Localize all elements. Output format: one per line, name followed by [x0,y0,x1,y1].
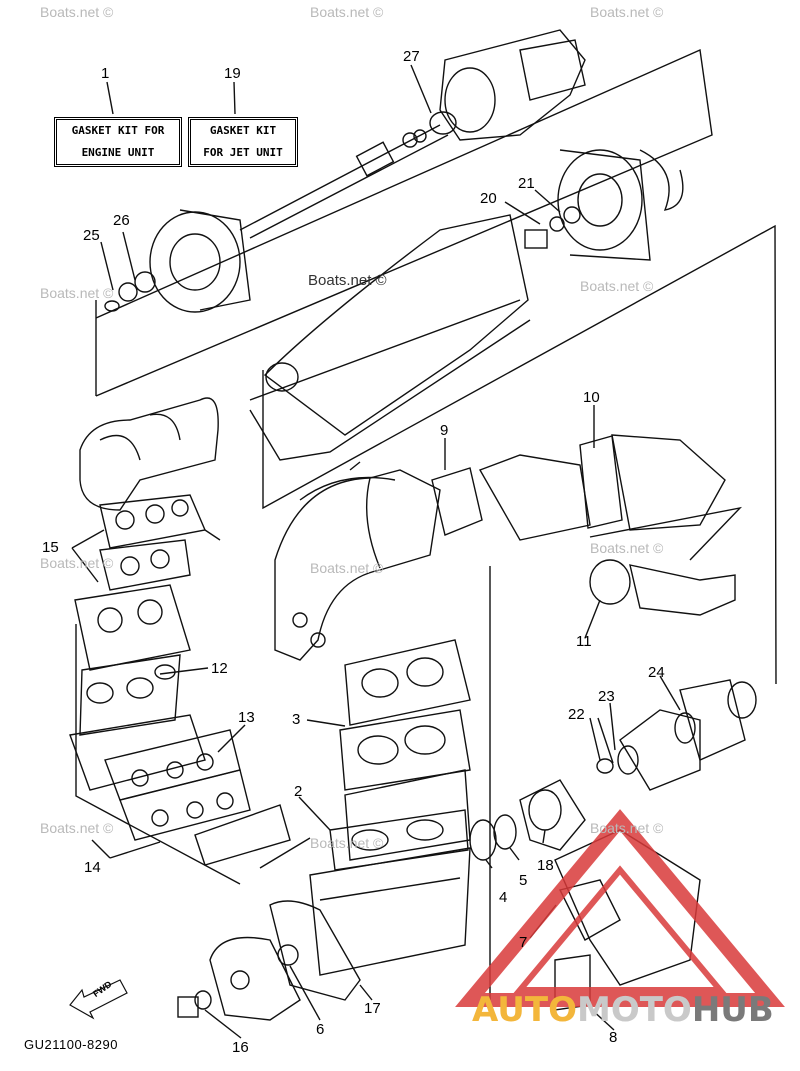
logo-hub-text: HUB [691,990,774,1030]
callout-8: 8 [609,1029,618,1046]
gasket-kit-jet-box: GASKET KIT FOR JET UNIT [188,117,298,167]
automotohub-logo-text: AUTOMOTOHUB [472,990,774,1030]
watermark-mid-center: Boats.net © [308,272,387,289]
watermark-bottom-right: Boats.net © [590,820,664,836]
callout-24: 24 [648,664,665,681]
callout-16: 16 [232,1039,249,1056]
callout-14: 14 [84,859,101,876]
callout-11: 11 [576,633,592,650]
callout-6: 6 [316,1021,325,1038]
logo-moto-text: MOTO [576,990,692,1030]
callout-4: 4 [499,889,508,906]
callout-7: 7 [519,934,528,951]
callout-5: 5 [519,872,528,889]
automotohub-logo-triangle [455,809,785,1007]
callout-13: 13 [238,709,255,726]
callout-23: 23 [598,688,615,705]
logo-auto-text: AUTO [472,990,577,1030]
callout-21: 21 [518,175,535,192]
callout-19: 19 [224,65,241,82]
callout-9: 9 [440,422,449,439]
kit-jet-line2: FOR JET UNIT [203,146,283,159]
watermark-top-right: Boats.net © [590,4,664,20]
watermark-lower-center: Boats.net © [310,560,384,576]
kit-jet-line1: GASKET KIT [209,124,277,137]
callout-15: 15 [42,539,59,556]
watermark-lower-right: Boats.net © [590,540,664,556]
callout-12: 12 [211,660,228,677]
watermark-mid-right: Boats.net © [580,278,654,294]
watermark-top-left: Boats.net © [40,4,114,20]
callout-22: 22 [568,706,585,723]
watermark-top-center: Boats.net © [310,4,384,20]
callout-10: 10 [583,389,600,406]
kit-engine-line1: GASKET KIT FOR [71,124,165,137]
callout-27: 27 [403,48,420,65]
watermark-bottom-left: Boats.net © [40,820,114,836]
callout-17: 17 [364,1000,381,1017]
watermark-mid-left: Boats.net © [40,285,114,301]
callout-2: 2 [294,783,303,800]
kit-engine-line2: ENGINE UNIT [81,146,155,159]
diagram-code: GU21100-8290 [24,1037,118,1052]
gasket-kit-engine-box: GASKET KIT FOR ENGINE UNIT [54,117,182,167]
watermark-lower-left: Boats.net © [40,555,114,571]
callout-25: 25 [83,227,100,244]
callout-26: 26 [113,212,130,229]
callout-3: 3 [292,711,301,728]
callout-1: 1 [101,65,110,82]
callout-20: 20 [480,190,497,207]
callout-18: 18 [537,857,554,874]
watermark-bottom-center: Boats.net © [310,835,384,851]
